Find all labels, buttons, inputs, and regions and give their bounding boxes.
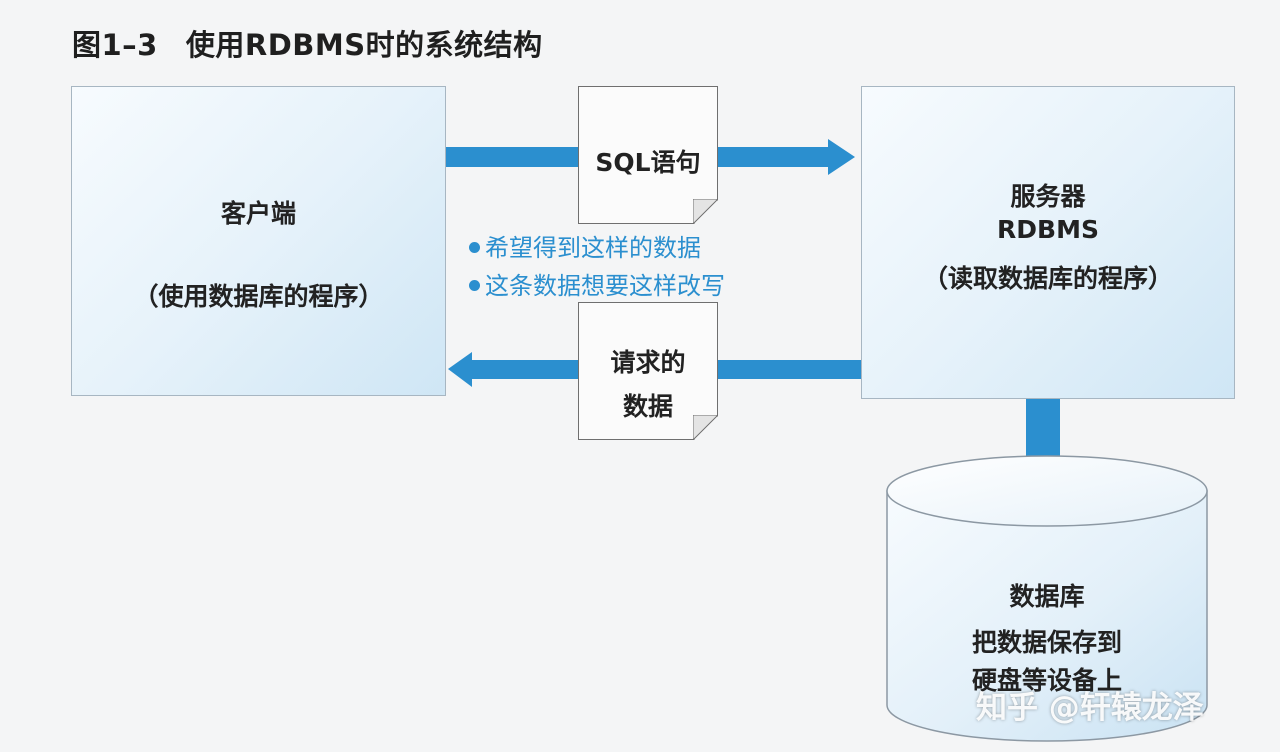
client-box: 客户端 （使用数据库的程序） bbox=[71, 86, 446, 396]
request-bullet-2: 这条数据想要这样改写 bbox=[469, 266, 725, 301]
result-note-line1: 请求的 bbox=[610, 348, 686, 377]
figure-title: 图1–3 使用RDBMS时的系统结构 bbox=[72, 22, 543, 64]
figure-caption: 使用RDBMS时的系统结构 bbox=[185, 28, 543, 62]
figure-number: 图1–3 bbox=[72, 28, 158, 62]
client-name: 客户端 bbox=[220, 199, 296, 228]
sql-statement-note: SQL语句 bbox=[578, 86, 718, 224]
sql-note-label: SQL语句 bbox=[595, 148, 701, 177]
database-desc-line1: 把数据保存到 bbox=[971, 628, 1122, 657]
request-bullet-1: 希望得到这样的数据 bbox=[469, 228, 701, 263]
request-bullet-text-1: 希望得到这样的数据 bbox=[485, 234, 701, 262]
note-fold-icon bbox=[693, 415, 718, 440]
note-fold-icon bbox=[693, 199, 718, 224]
server-box: 服务器 RDBMS （读取数据库的程序） bbox=[861, 86, 1235, 399]
server-name: 服务器 bbox=[1010, 182, 1086, 211]
server-product: RDBMS bbox=[997, 215, 1099, 244]
request-bullet-text-2: 这条数据想要这样改写 bbox=[485, 272, 725, 300]
requested-data-note: 请求的 数据 bbox=[578, 302, 718, 440]
database-name: 数据库 bbox=[1009, 582, 1085, 611]
bullet-dot-icon bbox=[469, 241, 480, 253]
watermark: 知乎 @轩辕龙泽 bbox=[976, 690, 1204, 726]
database-cylinder: 数据库 把数据保存到 硬盘等设备上 bbox=[886, 455, 1208, 745]
result-note-line2: 数据 bbox=[622, 392, 673, 421]
server-subtitle: （读取数据库的程序） bbox=[922, 264, 1173, 293]
database-desc-line2: 硬盘等设备上 bbox=[971, 666, 1122, 695]
bullet-dot-icon bbox=[469, 279, 480, 291]
request-arrow bbox=[446, 139, 855, 175]
server-database-double-arrow bbox=[999, 360, 1087, 486]
client-subtitle: （使用数据库的程序） bbox=[133, 282, 384, 311]
database-cylinder-icon bbox=[886, 455, 1208, 742]
response-arrow bbox=[448, 352, 861, 387]
